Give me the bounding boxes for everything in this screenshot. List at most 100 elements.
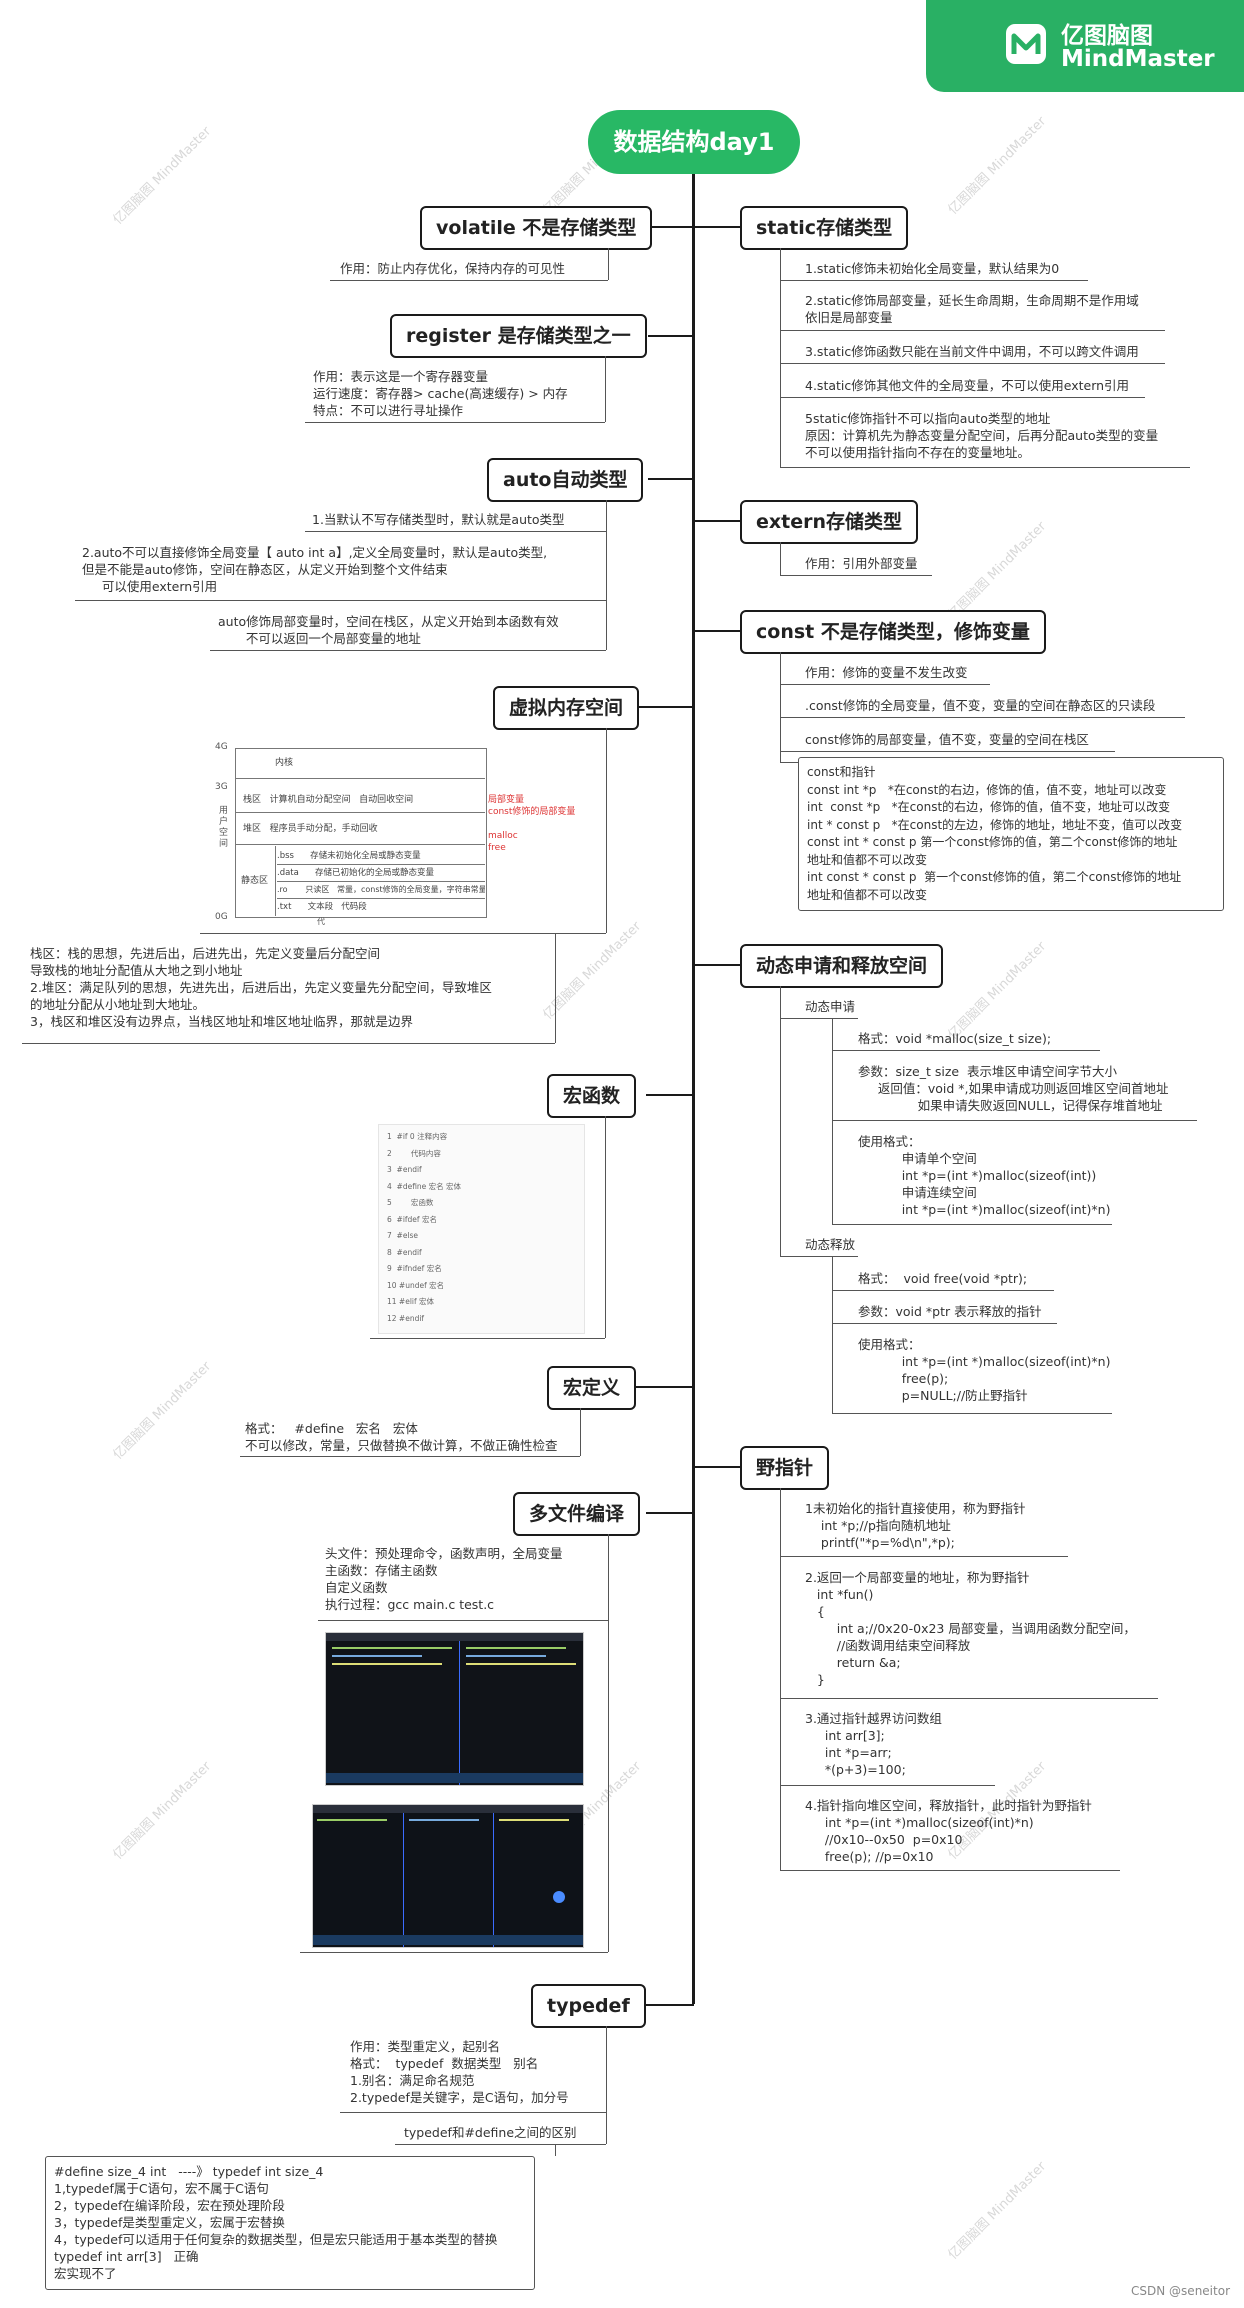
heap-note: malloc free (488, 831, 518, 853)
row-txt: .txt 文本段 代码段 (277, 902, 367, 912)
leaf-text: 动态申请 (805, 999, 856, 1014)
leaf-text: 3.static修饰函数只能在当前文件中调用，不可以跨文件调用 (805, 344, 1139, 359)
node-wild-pointer[interactable]: 野指针 (740, 1446, 830, 1490)
static-area-label: 静态区 (235, 846, 276, 916)
watermark: 亿图脑图 MindMaster (110, 123, 215, 228)
node-auto[interactable]: auto自动类型 (487, 458, 644, 502)
code-line: 5 宏函数 (387, 1198, 434, 1207)
connector (648, 478, 694, 480)
connector (648, 335, 694, 337)
connector (694, 520, 740, 522)
row-data: .data 存储已初始化的全局或静态变量 (277, 865, 485, 882)
node-macro-function[interactable]: 宏函数 (547, 1074, 637, 1118)
leaf-text: 4.指针指向堆区空间，释放指针，此时指针为野指针 int *p=(int *)m… (805, 1798, 1092, 1864)
macro-code-screenshot: 1 #if 0 注释内容 2 代码内容 3 #endif 4 #define 宏… (378, 1124, 585, 1334)
watermark: 亿图脑图 MindMaster (945, 518, 1050, 623)
node-volatile[interactable]: volatile 不是存储类型 (420, 206, 653, 250)
leaf-text: .const修饰的全局变量，值不变，变量的空间在静态区的只读段 (805, 698, 1156, 713)
code-line: 7 #else (387, 1231, 419, 1240)
connector (694, 1466, 740, 1468)
connector (694, 630, 740, 632)
memory-layout-diagram: 4G 3G 0G 用 户 空 间 内核 栈区 计算机自动分配空间 自动回收空间 … (205, 738, 600, 928)
node-register[interactable]: register 是存储类型之一 (390, 314, 647, 358)
terminal-screenshot-1 (325, 1632, 584, 1786)
code-line: 11 #elif 宏体 (387, 1297, 435, 1306)
brand-banner: 亿图脑图 MindMaster (926, 0, 1244, 92)
leaf-text: 作用：修饰的变量不发生改变 (805, 665, 968, 680)
leaf-text: 2.static修饰局部变量，延长生命周期，生命周期不是作用域 依旧是局部变量 (805, 293, 1139, 325)
leaf-text: 作用：防止内存优化，保持内存的可见性 (340, 261, 566, 276)
const-pointer-box: const和指针 const int *p *在const的右边，修饰的值，值不… (798, 757, 1224, 911)
leaf-text: 3.通过指针越界访问数组 int arr[3]; int *p=arr; *(p… (805, 1711, 942, 1777)
leaf-text: 格式： void free(void *ptr); (858, 1271, 1028, 1286)
connector (636, 1386, 694, 1388)
leaf-text: 栈区：栈的思想，先进后出，后进先出，先定义变量后分配空间 导致栈的地址分配值从大… (30, 946, 492, 1029)
watermark: 亿图脑图 MindMaster (110, 1758, 215, 1863)
connector (646, 1512, 694, 1514)
addr-3g: 3G (215, 782, 228, 792)
leaf-text: 格式：void *malloc(size_t size); (858, 1031, 1052, 1046)
node-multifile[interactable]: 多文件编译 (513, 1492, 641, 1536)
terminal-screenshot-2 (312, 1804, 584, 1948)
leaf-text: 1.当默认不写存储类型时，默认就是auto类型 (312, 512, 565, 527)
code-line: 4 #define 宏名 宏体 (387, 1181, 462, 1191)
footer-credit: CSDN @seneitor (1131, 2284, 1230, 2298)
code-label: 代 (317, 917, 325, 926)
node-const[interactable]: const 不是存储类型，修饰变量 (740, 610, 1046, 654)
row-ro: .ro 只读区 常量，const修饰的全局变量，字符串常量 (277, 882, 485, 899)
leaf-text: 2.返回一个局部变量的地址，称为野指针 int *fun() { int a;/… (805, 1570, 1136, 1687)
user-space-label: 用 户 空 间 (219, 806, 229, 849)
stack-note: 局部变量 const修饰的局部变量 (488, 795, 576, 817)
leaf-text: 动态释放 (805, 1237, 856, 1252)
leaf-text: 4.static修饰其他文件的全局变量，不可以使用extern引用 (805, 378, 1130, 393)
leaf-text: 作用：表示这是一个寄存器变量 运行速度：寄存器> cache(高速缓存) > 内… (313, 369, 568, 418)
watermark: 亿图脑图 MindMaster (945, 2158, 1050, 2263)
leaf-text: const修饰的局部变量，值不变，变量的空间在栈区 (805, 732, 1089, 747)
connector (608, 706, 694, 708)
node-static[interactable]: static存储类型 (740, 206, 909, 250)
leaf-text: 5static修饰指针不可以指向auto类型的地址 原因：计算机先为静态变量分配… (805, 411, 1159, 460)
leaf-text: auto修饰局部变量时，空间在栈区，从定义开始到本函数有效 不可以返回一个局部变… (218, 614, 559, 646)
connector (646, 1094, 694, 1096)
code-line: 2 代码内容 (387, 1148, 441, 1158)
connector (694, 226, 740, 228)
node-virtual-memory[interactable]: 虚拟内存空间 (493, 686, 640, 730)
root-node[interactable]: 数据结构day1 (588, 110, 800, 174)
leaf-text: 作用：引用外部变量 (805, 556, 918, 571)
addr-4g: 4G (215, 742, 228, 752)
typedef-vs-define-box: #define size_4 int ----》 typedef int siz… (45, 2156, 535, 2290)
code-line: 10 #undef 宏名 (387, 1280, 445, 1290)
leaf-text: 使用格式： int *p=(int *)malloc(sizeof(int)*n… (858, 1337, 1111, 1403)
node-dynamic-memory[interactable]: 动态申请和释放空间 (740, 944, 944, 988)
mindmaster-logo-icon (1006, 24, 1046, 64)
code-lines: 1 #if 0 注释内容 2 代码内容 3 #endif 4 #define 宏… (387, 1129, 461, 1327)
node-typedef[interactable]: typedef (531, 1984, 646, 2028)
watermark: 亿图脑图 MindMaster (945, 113, 1050, 218)
code-line: 8 #endif (387, 1247, 422, 1257)
node-extern[interactable]: extern存储类型 (740, 500, 919, 544)
leaf-text: 参数：size_t size 表示堆区申请空间字节大小 返回值：void *,如… (858, 1064, 1169, 1113)
leaf-text: typedef和#define之间的区别 (404, 2125, 577, 2140)
row-kernel: 内核 (235, 748, 485, 779)
row-heap: 堆区 程序员手动分配，手动回收 (235, 814, 485, 845)
leaf-text: 使用格式： 申请单个空间 int *p=(int *)malloc(sizeof… (858, 1134, 1111, 1217)
row-stack: 栈区 计算机自动分配空间 自动回收空间 (235, 788, 485, 813)
brand-cn: 亿图脑图 (1061, 23, 1153, 49)
watermark: 亿图脑图 MindMaster (945, 938, 1050, 1043)
memory-stack-box (235, 748, 487, 918)
leaf-text: 格式： #define 宏名 宏体 不可以修改，常量，只做替换不做计算，不做正确… (245, 1421, 558, 1453)
connector (648, 226, 694, 228)
code-line: 12 #endif (387, 1313, 425, 1323)
connector (694, 964, 740, 966)
leaf-text: 2.auto不可以直接修饰全局变量【 auto int a】,定义全局变量时，默… (82, 545, 548, 594)
leaf-text: 1.static修饰未初始化全局变量，默认结果为0 (805, 261, 1060, 276)
code-line: 1 #if 0 注释内容 (387, 1132, 448, 1141)
code-line: 3 #endif (387, 1165, 422, 1174)
main-trunk (692, 174, 695, 2004)
code-line: 6 #ifdef 宏名 (387, 1214, 437, 1224)
connector (640, 2004, 694, 2006)
watermark: 亿图脑图 MindMaster (110, 1358, 215, 1463)
node-macro-define[interactable]: 宏定义 (547, 1366, 637, 1410)
brand-en: MindMaster (1061, 46, 1215, 72)
leaf-text: 作用：类型重定义，起别名 格式： typedef 数据类型 别名 1.别名：满足… (350, 2039, 569, 2105)
